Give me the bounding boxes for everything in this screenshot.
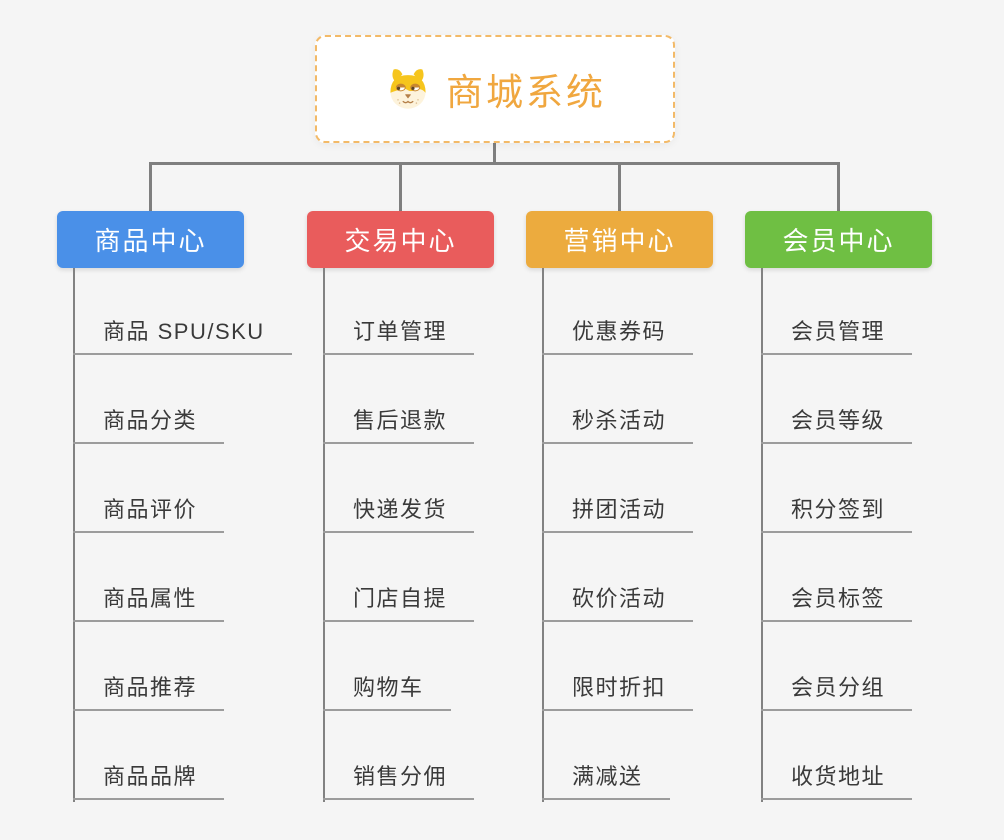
node-item[interactable]: 会员标签 [761, 584, 913, 622]
node-item[interactable]: 订单管理 [323, 317, 475, 355]
root-stub-line [493, 143, 496, 164]
branch-header-3[interactable]: 营销中心 [526, 211, 713, 268]
node-item[interactable]: 购物车 [323, 673, 451, 711]
branch-trunk-line [73, 268, 75, 802]
node-item[interactable]: 商品评价 [73, 495, 225, 533]
branch-trunk-line [542, 268, 544, 802]
node-item[interactable]: 商品品牌 [73, 762, 225, 800]
node-item[interactable]: 积分签到 [761, 495, 913, 533]
node-item[interactable]: 收货地址 [761, 762, 913, 800]
node-item[interactable]: 商品分类 [73, 406, 225, 444]
branch-drop-line [149, 162, 152, 211]
branch-4: 会员中心会员管理会员等级积分签到会员标签会员分组收货地址 [745, 211, 932, 811]
branch-1: 商品中心商品 SPU/SKU 商品分类商品评价商品属性商品推荐商品品牌 [57, 211, 292, 811]
branch-drop-line [618, 162, 621, 211]
node-item[interactable]: 会员分组 [761, 673, 913, 711]
branch-3: 营销中心优惠券码秒杀活动拼团活动砍价活动限时折扣满减送 [526, 211, 713, 811]
node-item[interactable]: 限时折扣 [542, 673, 694, 711]
node-item[interactable]: 会员管理 [761, 317, 913, 355]
branch-2: 交易中心订单管理售后退款快递发货门店自提购物车销售分佣 [307, 211, 494, 811]
dog-face-icon [390, 68, 426, 109]
branch-spanner-line [149, 162, 840, 165]
node-item[interactable]: 快递发货 [323, 495, 475, 533]
node-item[interactable]: 砍价活动 [542, 584, 694, 622]
branch-trunk-line [323, 268, 325, 802]
root-node[interactable]: 商城系统 [315, 35, 675, 143]
node-item[interactable]: 商品推荐 [73, 673, 225, 711]
branch-header-4[interactable]: 会员中心 [745, 211, 932, 268]
node-item[interactable]: 优惠券码 [542, 317, 694, 355]
branch-drop-line [399, 162, 402, 211]
node-item[interactable]: 销售分佣 [323, 762, 475, 800]
node-item[interactable]: 秒杀活动 [542, 406, 694, 444]
node-item[interactable]: 门店自提 [323, 584, 475, 622]
root-title: 商城系统 [446, 72, 606, 113]
node-item[interactable]: 满减送 [542, 762, 670, 800]
branch-header-2[interactable]: 交易中心 [307, 211, 494, 268]
branch-header-1[interactable]: 商品中心 [57, 211, 244, 268]
node-item[interactable]: 拼团活动 [542, 495, 694, 533]
node-item[interactable]: 会员等级 [761, 406, 913, 444]
branch-trunk-line [761, 268, 763, 802]
node-item[interactable]: 售后退款 [323, 406, 475, 444]
node-item[interactable]: 商品属性 [73, 584, 225, 622]
branch-drop-line [837, 162, 840, 211]
node-item[interactable]: 商品 SPU/SKU [73, 317, 292, 355]
